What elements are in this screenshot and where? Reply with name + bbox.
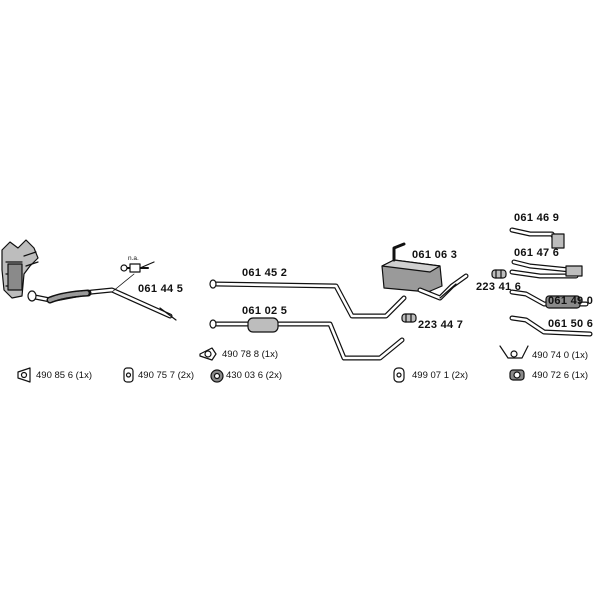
clamp-223416-drawing (491, 269, 507, 279)
part-label-061445[interactable]: 061 44 5 (138, 283, 184, 295)
accessory-label-490788[interactable]: 490 78 8 (1x) (222, 349, 278, 360)
part-label-061025[interactable]: 061 02 5 (242, 305, 288, 317)
part-label-061063[interactable]: 061 06 3 (412, 249, 458, 261)
bracket-490740-icon (499, 345, 529, 359)
accessory-label-490740[interactable]: 490 74 0 (1x) (532, 350, 588, 361)
rubber-mount-499071-icon (393, 367, 405, 383)
part-label-061469[interactable]: 061 46 9 (514, 212, 560, 224)
tailpipe-061490-drawing (509, 289, 589, 309)
part-label-061490[interactable]: 061 49 0 (548, 295, 594, 307)
not-available-note: n.a. (128, 255, 139, 262)
intermediate-pipe-lower-drawing (209, 317, 405, 361)
part-label-223447[interactable]: 223 44 7 (418, 319, 464, 331)
tailpipe-061476-drawing (509, 259, 583, 279)
rubber-mount-490757-icon (123, 367, 134, 383)
part-label-061506[interactable]: 061 50 6 (548, 318, 594, 330)
clamp-223447-drawing (401, 313, 417, 323)
lambda-sensor-drawing (111, 261, 155, 293)
accessory-label-490856[interactable]: 490 85 6 (1x) (36, 370, 92, 381)
part-label-061452[interactable]: 061 45 2 (242, 267, 288, 279)
front-pipe-drawing (27, 287, 177, 321)
tailpipe-061469-drawing (509, 227, 565, 249)
accessory-label-499071[interactable]: 499 07 1 (2x) (412, 370, 468, 381)
rear-silencer-drawing (381, 242, 469, 301)
intermediate-pipe-upper-drawing (209, 279, 407, 319)
gasket-490856-icon (17, 367, 31, 383)
manifold-catalyst-drawing (1, 239, 39, 299)
accessory-label-430036[interactable]: 430 03 6 (2x) (226, 370, 282, 381)
nut-430036-icon (210, 369, 224, 383)
gasket-490788-icon (199, 347, 217, 361)
clamp-490726-icon (509, 369, 525, 381)
accessory-label-490726[interactable]: 490 72 6 (1x) (532, 370, 588, 381)
accessory-label-490757[interactable]: 490 75 7 (2x) (138, 370, 194, 381)
part-label-061476[interactable]: 061 47 6 (514, 247, 560, 259)
part-label-223416[interactable]: 223 41 6 (476, 281, 522, 293)
tailpipe-061506-drawing (509, 315, 593, 337)
